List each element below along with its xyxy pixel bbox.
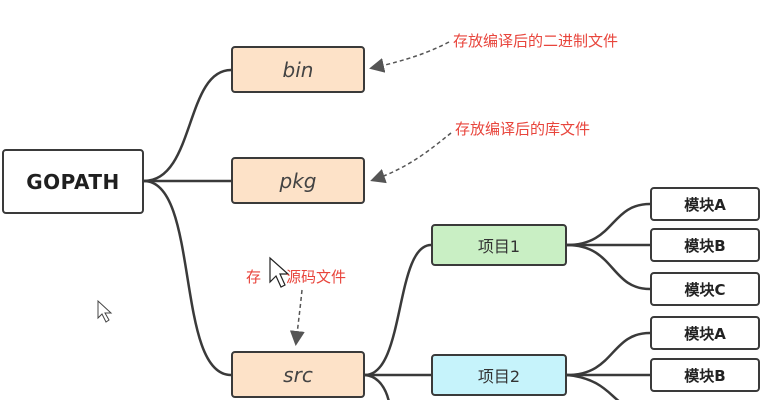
bin-node[interactable]: bin bbox=[231, 46, 365, 93]
edge-src-project1 bbox=[364, 243, 432, 377]
project-1-module-a[interactable]: 模块A bbox=[650, 187, 760, 221]
edge-p2-lower bbox=[566, 373, 620, 400]
src-annotation-end: 源码文件 bbox=[286, 268, 347, 286]
project-2-module-b[interactable]: 模块B bbox=[650, 358, 760, 392]
project-2-node[interactable]: 项目2 bbox=[431, 354, 567, 396]
pkg-annotation: 存放编译后的库文件 bbox=[455, 120, 591, 138]
edge-root-bin bbox=[143, 68, 232, 183]
bin-annotation: 存放编译后的二进制文件 bbox=[453, 32, 619, 50]
pkg-node[interactable]: pkg bbox=[231, 157, 365, 204]
edge-p1-modC bbox=[566, 243, 651, 291]
gopath-node[interactable]: GOPATH bbox=[2, 149, 144, 214]
arrow-cursor-icon bbox=[269, 256, 290, 288]
src-note-arrow bbox=[289, 289, 305, 346]
project-1-module-b[interactable]: 模块B bbox=[650, 228, 760, 262]
edge-p2-modA bbox=[566, 331, 651, 377]
edge-p1-modA bbox=[566, 202, 651, 247]
project-1-module-c[interactable]: 模块C bbox=[650, 272, 760, 306]
project-2-module-a[interactable]: 模块A bbox=[650, 316, 760, 350]
pkg-note-arrow bbox=[370, 132, 452, 184]
src-annotation-start: 存 bbox=[246, 268, 262, 286]
edge-root-src bbox=[143, 179, 232, 377]
arrow-cursor-icon bbox=[97, 299, 113, 323]
edge-src-lower bbox=[364, 373, 390, 400]
project-1-node[interactable]: 项目1 bbox=[431, 224, 567, 266]
bin-note-arrow bbox=[369, 41, 450, 73]
src-node[interactable]: src bbox=[231, 351, 365, 398]
